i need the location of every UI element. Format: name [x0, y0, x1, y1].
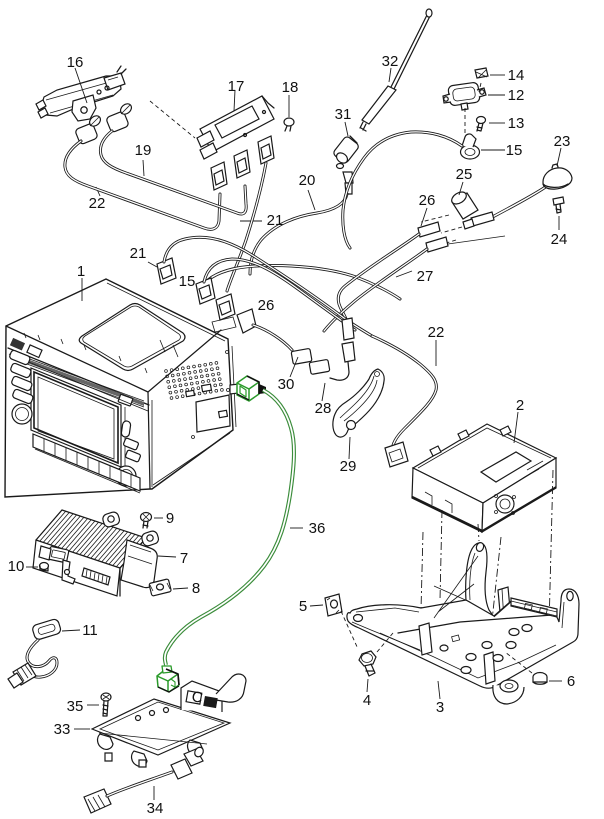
svg-text:26: 26	[258, 297, 275, 314]
svg-text:2: 2	[516, 397, 524, 414]
svg-text:36: 36	[309, 520, 326, 537]
svg-text:9: 9	[166, 510, 174, 527]
svg-text:24: 24	[551, 231, 568, 248]
svg-text:21: 21	[267, 212, 284, 229]
svg-text:14: 14	[508, 67, 525, 84]
svg-text:33: 33	[54, 721, 71, 738]
svg-text:5: 5	[299, 598, 307, 615]
svg-text:26: 26	[419, 192, 436, 209]
svg-text:31: 31	[335, 106, 352, 123]
svg-text:7: 7	[180, 550, 188, 567]
svg-text:30: 30	[278, 376, 295, 393]
svg-text:10: 10	[8, 558, 25, 575]
svg-text:21: 21	[130, 245, 147, 262]
svg-text:32: 32	[382, 53, 399, 70]
svg-text:29: 29	[340, 458, 357, 475]
svg-text:6: 6	[567, 673, 575, 690]
svg-text:15: 15	[179, 273, 196, 290]
svg-text:C: C	[190, 688, 204, 707]
svg-text:28: 28	[315, 400, 332, 417]
svg-text:11: 11	[82, 622, 98, 639]
svg-text:23: 23	[554, 133, 571, 150]
svg-text:3: 3	[436, 699, 444, 716]
svg-text:15: 15	[506, 142, 523, 159]
svg-text:22: 22	[428, 324, 445, 341]
svg-text:22: 22	[89, 195, 106, 212]
svg-text:27: 27	[417, 268, 434, 285]
svg-text:35: 35	[67, 698, 84, 715]
svg-text:17: 17	[228, 78, 245, 95]
svg-text:12: 12	[508, 87, 525, 104]
svg-text:1: 1	[77, 263, 85, 280]
svg-text:13: 13	[508, 115, 525, 132]
svg-text:25: 25	[456, 166, 473, 183]
svg-text:20: 20	[299, 172, 316, 189]
svg-text:4: 4	[363, 692, 371, 709]
svg-text:18: 18	[282, 79, 299, 96]
svg-text:19: 19	[135, 142, 152, 159]
svg-text:16: 16	[67, 54, 84, 71]
svg-text:8: 8	[192, 580, 200, 597]
svg-text:34: 34	[147, 800, 164, 817]
